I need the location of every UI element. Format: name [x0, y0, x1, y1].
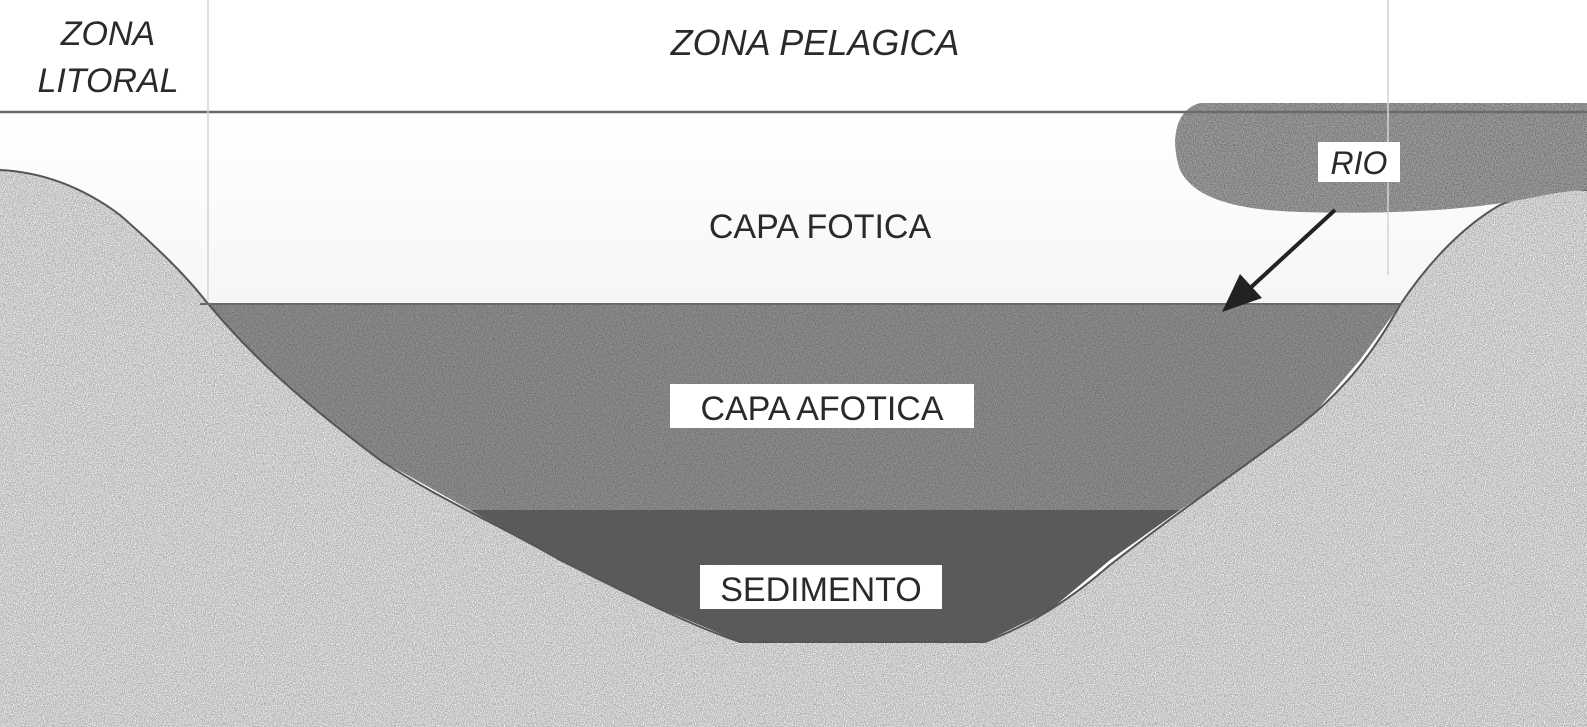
capa-afotica-label-bg [670, 384, 974, 428]
land-basin-stipple [0, 170, 1587, 727]
capa-fotica-label: CAPA FOTICA [709, 208, 932, 246]
zona-litoral-label-line1: ZONA [60, 15, 155, 53]
capa-afotica-label: CAPA AFOTICA [700, 390, 943, 428]
sedimento-label: SEDIMENTO [720, 571, 922, 609]
zona-pelagica-label: ZONA PELAGICA [670, 22, 960, 63]
sedimento-label-bg [700, 565, 942, 609]
rio-label: RIO [1331, 145, 1388, 181]
river-inflow-arrow-shaft [1246, 208, 1337, 292]
rio-label-bg [1318, 142, 1400, 182]
zona-litoral-label-line2: LITORAL [37, 62, 178, 100]
river-inflow-arrow-head [1222, 274, 1262, 312]
